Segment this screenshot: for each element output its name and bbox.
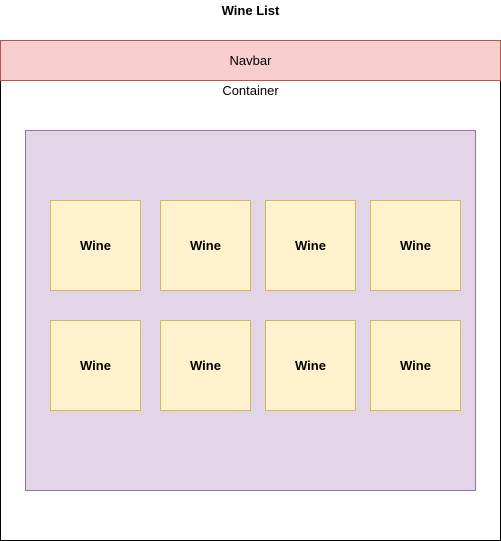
- wine-card-7: Wine: [265, 320, 356, 411]
- wine-card-4: Wine: [370, 200, 461, 291]
- wine-card-6: Wine: [160, 320, 251, 411]
- navbar-box: Navbar: [0, 40, 501, 81]
- wine-card-3: Wine: [265, 200, 356, 291]
- wine-card-1: Wine: [50, 200, 141, 291]
- content-panel: [25, 130, 476, 491]
- container-label: Container: [222, 83, 279, 98]
- wine-card-8: Wine: [370, 320, 461, 411]
- wine-card-2: Wine: [160, 200, 251, 291]
- navbar-label: Navbar: [229, 52, 272, 68]
- wine-card-5: Wine: [50, 320, 141, 411]
- page-title: Wine List: [221, 3, 280, 18]
